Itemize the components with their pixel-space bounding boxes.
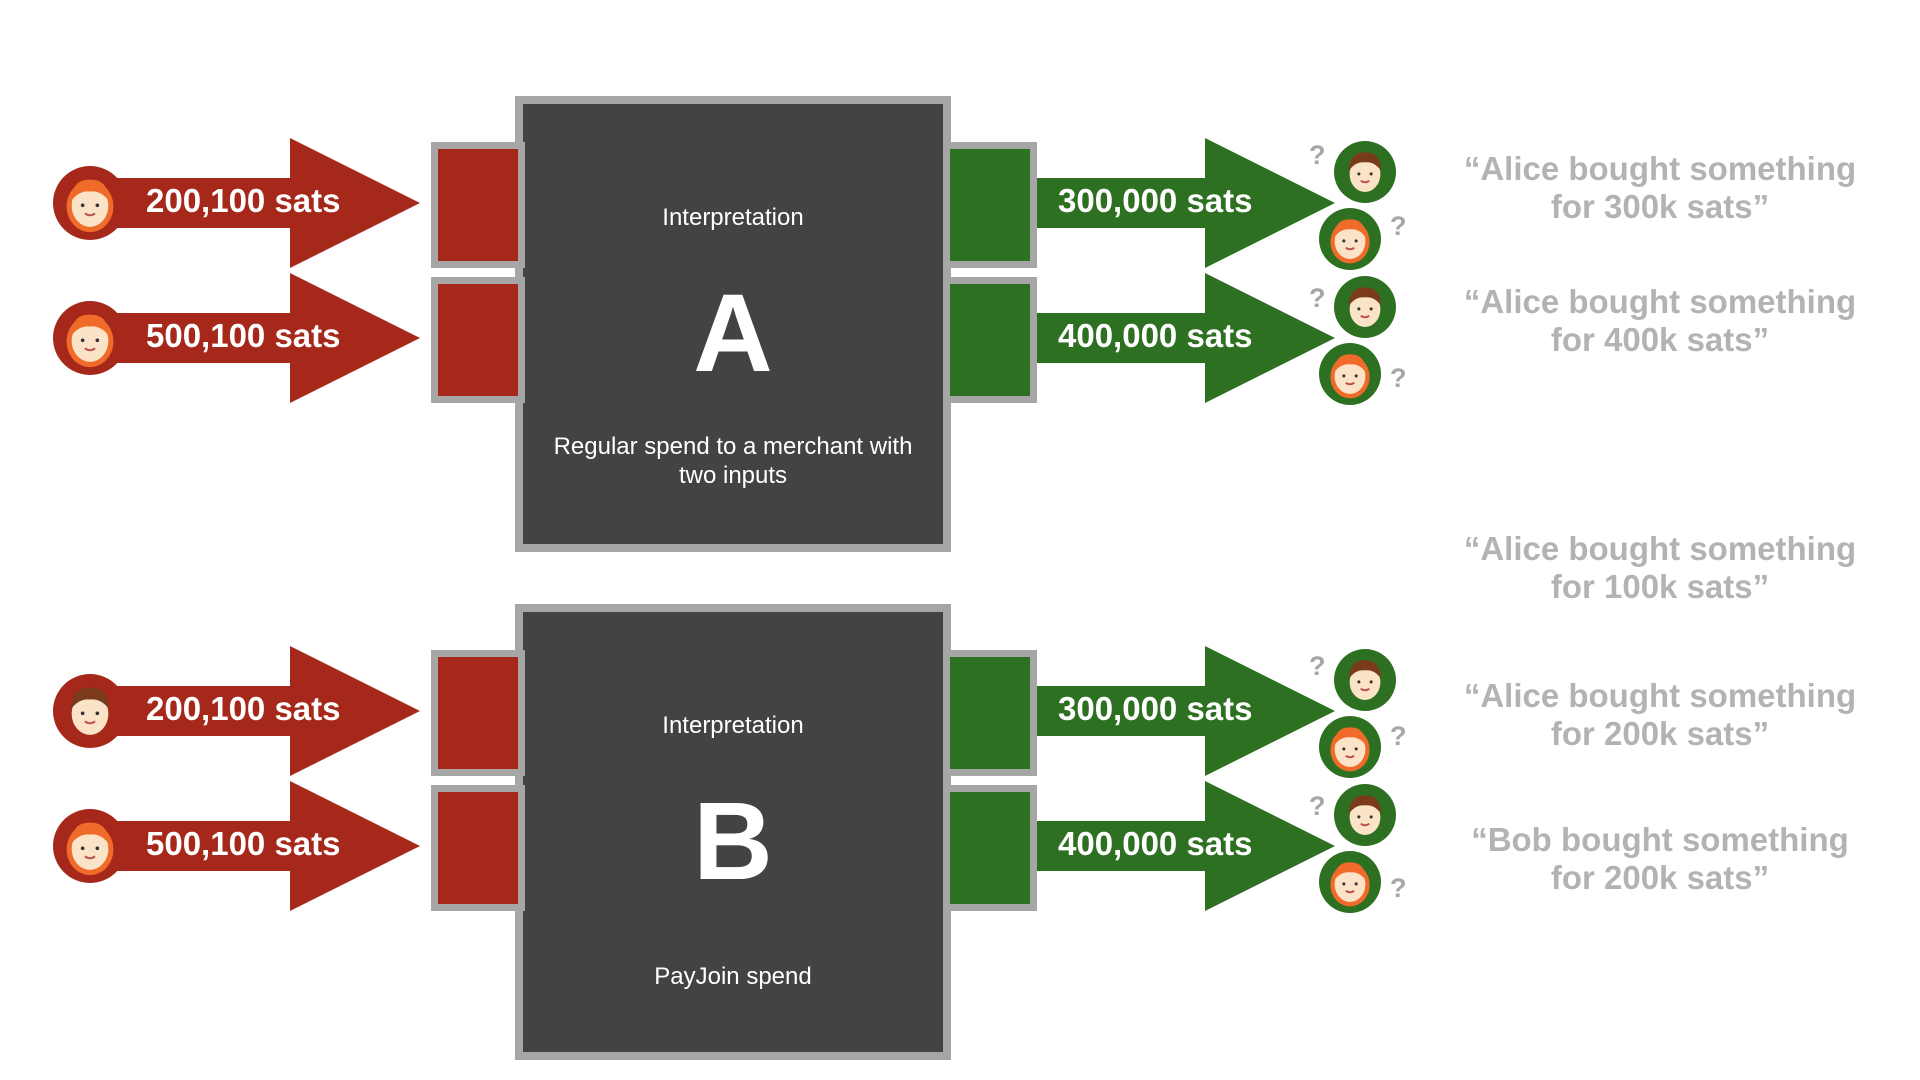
interpretation-quote: “Bob bought something for 200k sats” [1420,821,1900,897]
interpretation-a-heading: Interpretation [662,204,804,231]
bob-avatar [1334,141,1396,203]
interpretation-b-caption: PayJoin spend [654,963,812,990]
interpretation-b-heading: Interpretation [662,712,804,739]
interpretation-a-caption: Regular spend to a merchant with two inp… [553,433,913,489]
bob-avatar [1334,649,1396,711]
input-arrow [90,646,420,776]
quote-line: for 200k sats” [1550,715,1770,752]
input-port-a1 [431,142,525,268]
alice-avatar [53,301,127,375]
quote-line: “Alice bought something [1463,150,1857,187]
question-mark: ? [1390,873,1407,903]
output-port-b1 [943,650,1037,776]
input-amount-b1: 200,100 sats [146,690,341,727]
interpretation-quote: “Alice bought something for 200k sats” [1420,677,1900,753]
output-amount-b1: 300,000 sats [1058,690,1253,727]
interpretation-b-box: Interpretation B PayJoin spend [515,604,951,1060]
quote-line: “Alice bought something [1463,530,1857,567]
question-mark: ? [1309,283,1326,313]
input-amount-a1: 200,100 sats [146,182,341,219]
output-arrow [1030,781,1335,911]
alice-avatar [53,166,127,240]
output-port-a1 [943,142,1037,268]
bob-avatar [1334,276,1396,338]
bob-avatar [1334,784,1396,846]
output-arrow [1030,138,1335,268]
output-arrow [1030,273,1335,403]
input-arrow [90,781,420,911]
output-amount-b2: 400,000 sats [1058,825,1253,862]
alice-avatar [1319,208,1381,270]
input-port-a2 [431,277,525,403]
output-port-a2 [943,277,1037,403]
question-mark: ? [1390,363,1407,393]
input-arrow [90,273,420,403]
input-port-b1 [431,650,525,776]
output-amount-a1: 300,000 sats [1058,182,1253,219]
alice-avatar [1319,343,1381,405]
output-port-b2 [943,785,1037,911]
interpretation-a-letter: A [693,272,773,395]
quote-line: “Alice bought something [1463,677,1857,714]
interpretation-quote: “Alice bought something for 300k sats” [1420,150,1900,226]
output-arrow [1030,646,1335,776]
output-amount-a2: 400,000 sats [1058,317,1253,354]
quote-line: for 400k sats” [1550,321,1770,358]
input-arrow [90,138,420,268]
quote-line: “Bob bought something [1471,821,1849,858]
interpretation-quote: “Alice bought something for 100k sats” [1420,530,1900,606]
quote-line: for 100k sats” [1550,568,1770,605]
interpretation-quote: “Alice bought something for 400k sats” [1420,283,1900,359]
quote-line: for 300k sats” [1550,188,1770,225]
input-port-b2 [431,785,525,911]
quote-line: for 200k sats” [1550,859,1770,896]
input-amount-b2: 500,100 sats [146,825,341,862]
alice-avatar [1319,851,1381,913]
interpretation-b-letter: B [693,780,773,903]
interpretation-a-box: Interpretation A Regular spend to a merc… [515,96,951,552]
alice-avatar [1319,716,1381,778]
input-amount-a2: 500,100 sats [146,317,341,354]
alice-avatar [53,809,127,883]
question-mark: ? [1309,140,1326,170]
quote-line: “Alice bought something [1463,283,1857,320]
question-mark: ? [1309,651,1326,681]
bob-avatar [53,674,127,748]
question-mark: ? [1390,721,1407,751]
question-mark: ? [1390,211,1407,241]
question-mark: ? [1309,791,1326,821]
